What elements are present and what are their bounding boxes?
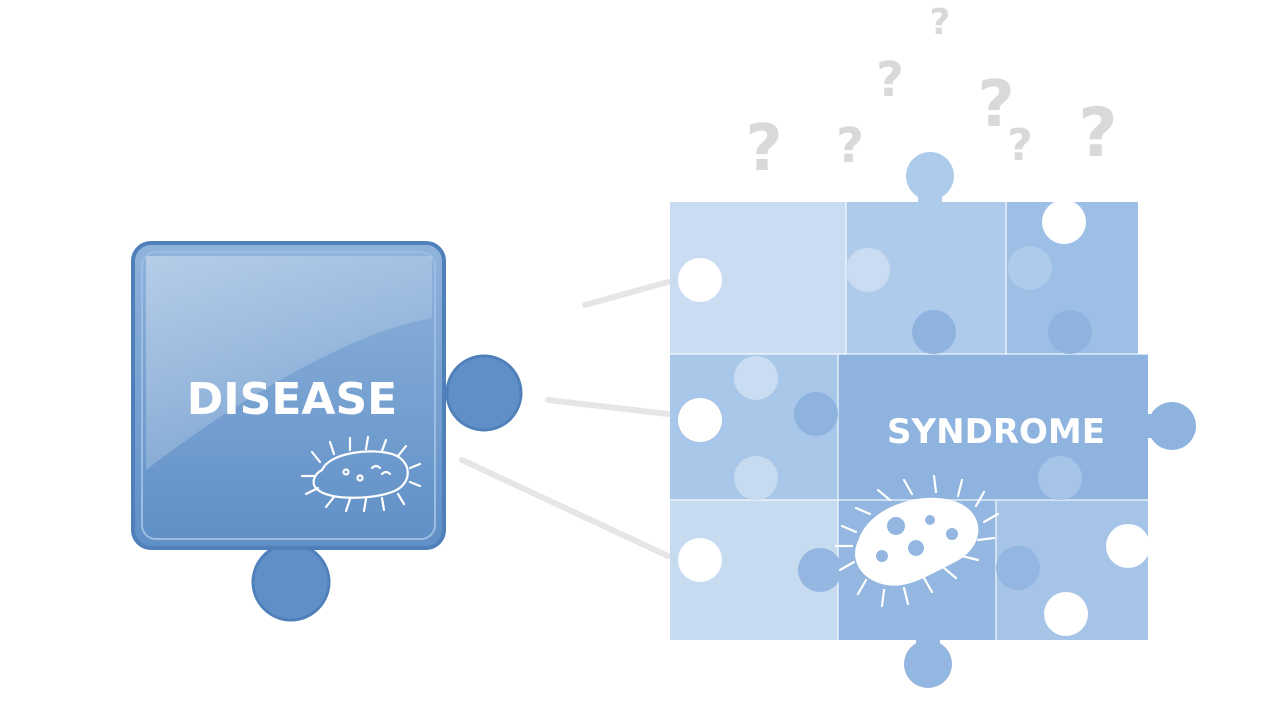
question-mark-5: ?: [977, 68, 1014, 142]
puzzle-knob-inner-6: [794, 392, 838, 436]
puzzle-knob-inner-3: [734, 356, 778, 400]
puzzle-knob-inner-2: [1008, 246, 1052, 290]
syndrome-label: SYNDROME: [887, 412, 1105, 452]
disease-piece-gloss: [146, 256, 432, 470]
question-mark-6: ?: [1007, 120, 1033, 171]
puzzle-knob-bottom-neck: [916, 638, 940, 652]
puzzle-knob-inner-7: [734, 456, 778, 500]
puzzle-knob-top: [906, 152, 954, 200]
puzzle-knob-inner-8: [798, 548, 842, 592]
puzzle-sockets: [678, 200, 1150, 636]
question-mark-2: ?: [836, 118, 864, 174]
question-mark-1: ?: [745, 112, 782, 186]
connector-line-bottom: [459, 457, 671, 559]
question-mark-4: ?: [930, 2, 951, 43]
puzzle-piece-center: [838, 354, 1148, 500]
disease-piece-right-knob: [445, 354, 523, 432]
puzzle-seams: [670, 202, 1148, 640]
question-mark-3: ?: [876, 52, 904, 108]
question-marks: ? ? ? ? ? ? ?: [745, 2, 1117, 186]
puzzle-knob-inner-1: [846, 248, 890, 292]
puzzle-knob-top-neck: [918, 190, 942, 204]
disease-label: DISEASE: [187, 374, 397, 425]
bacterium-outline-icon: [300, 435, 422, 513]
connector-lines: [459, 279, 671, 559]
question-mark-7: ?: [1078, 94, 1117, 173]
disease-piece-inner-edge: [141, 251, 436, 540]
bacterium-filled-icon: [834, 474, 1000, 608]
disease-puzzle-piece: DISEASE: [131, 241, 523, 622]
connector-line-middle: [545, 397, 671, 417]
puzzle-knob-right-neck: [1146, 414, 1160, 438]
puzzle-knob-inner-4: [912, 310, 956, 354]
puzzle-knob-inner-10: [996, 546, 1040, 590]
syndrome-puzzle-cluster: SYNDROME: [670, 152, 1196, 688]
disease-piece-bottom-knob: [251, 542, 331, 622]
puzzle-knob-inner-9: [1038, 456, 1082, 500]
puzzle-knob-inner-5: [1048, 310, 1092, 354]
connector-line-top: [582, 279, 671, 308]
